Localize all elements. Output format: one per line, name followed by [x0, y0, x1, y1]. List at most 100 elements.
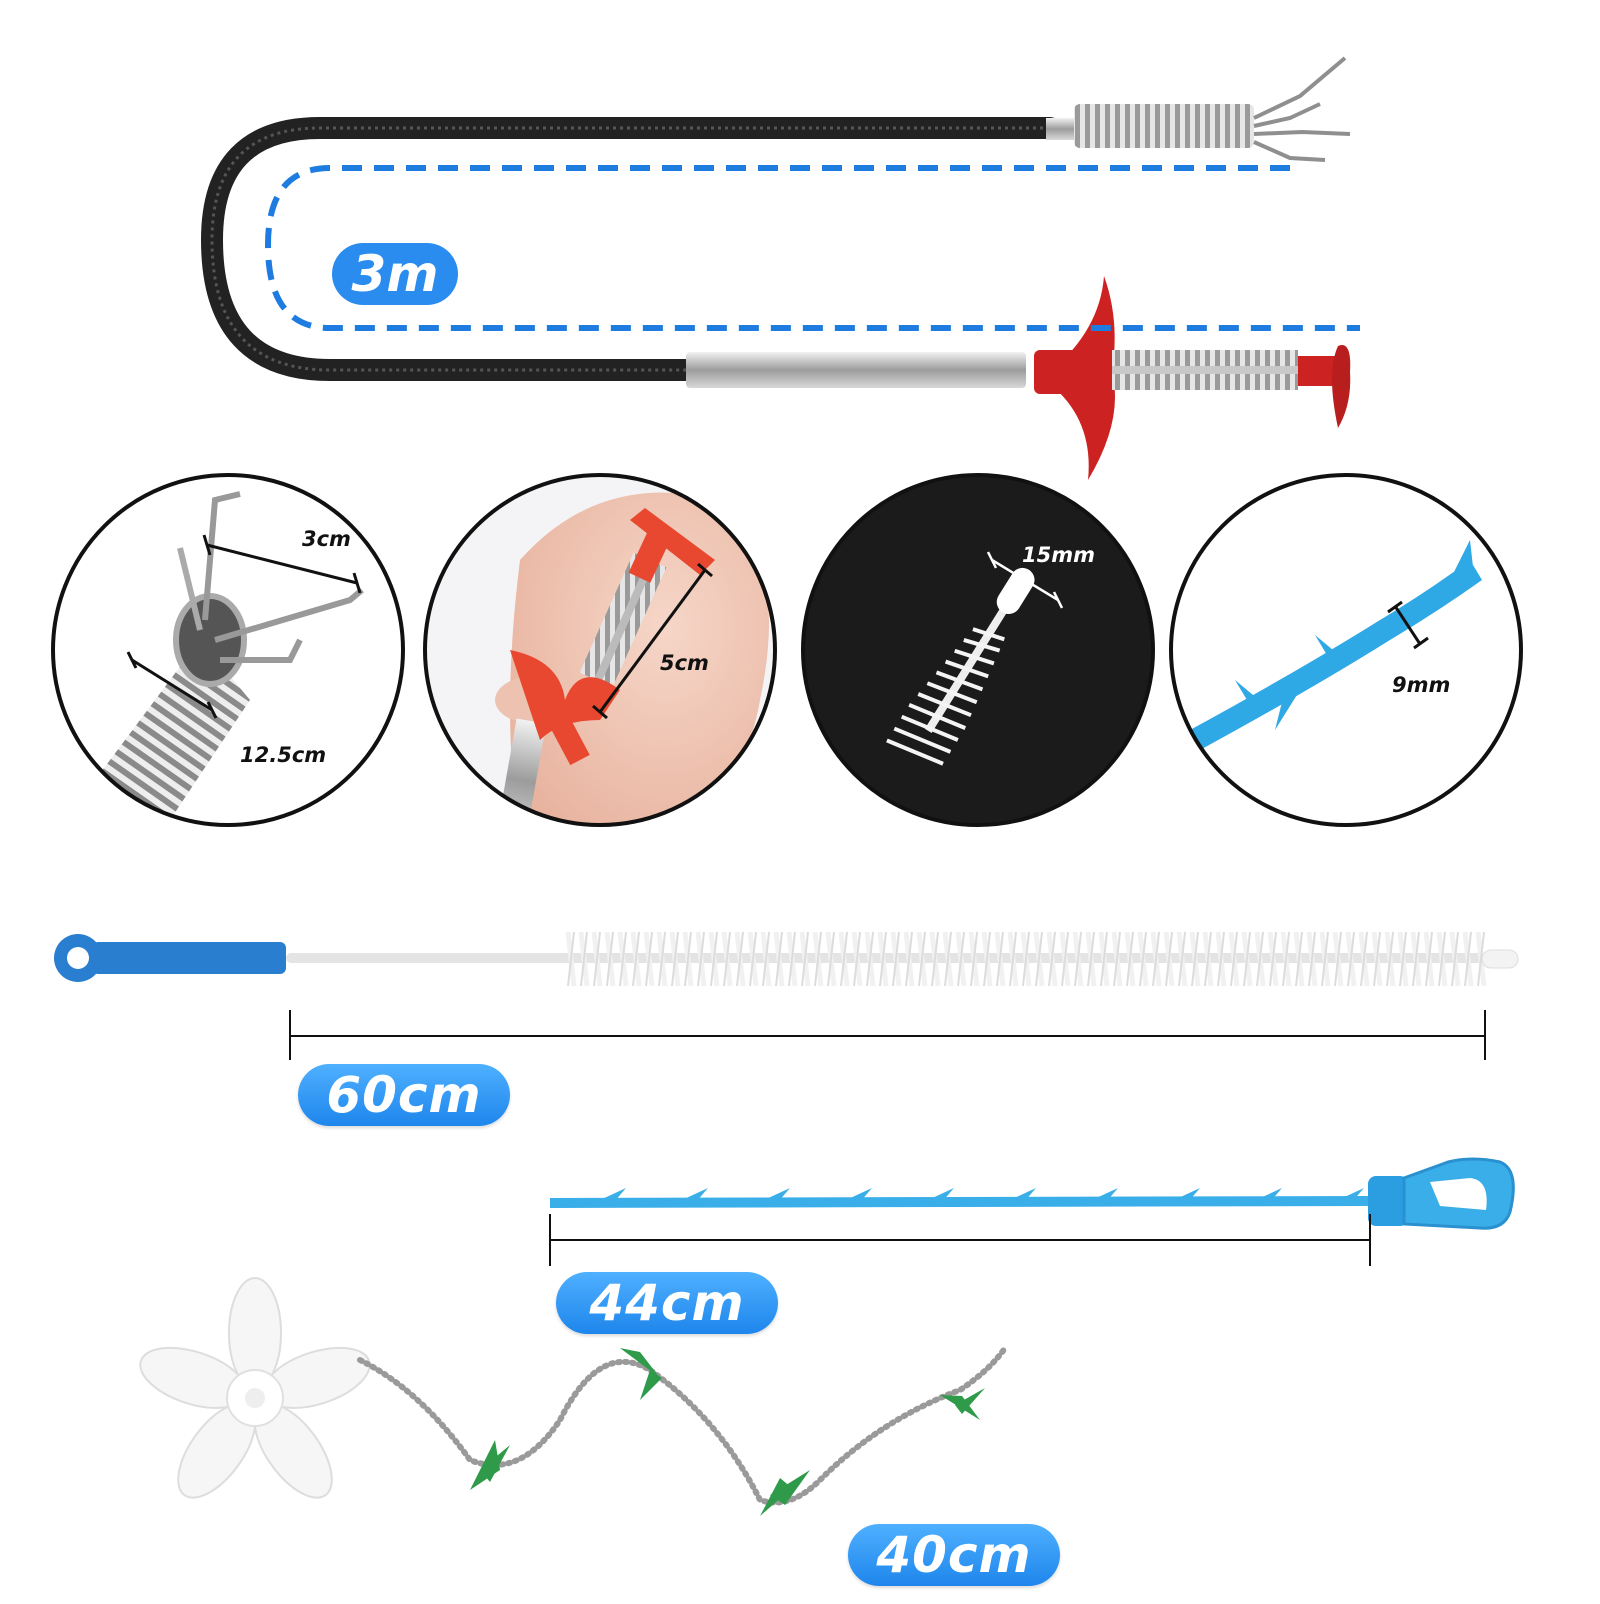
cable-length-label: 3m — [352, 245, 439, 303]
bristle-shade — [983, 931, 991, 987]
bristle-shade — [1100, 931, 1108, 987]
bristle-shade — [1295, 931, 1303, 987]
bristle-shade — [1009, 931, 1017, 987]
detail-brush-tip — [803, 475, 1153, 825]
bristle-shade — [1139, 931, 1147, 987]
bristle-shade — [1399, 931, 1407, 987]
bristle-shade — [1438, 931, 1446, 987]
barb — [764, 1188, 790, 1202]
bristle-shade — [736, 931, 744, 987]
metal-shaft — [686, 352, 1026, 388]
bristle-shade — [814, 931, 822, 987]
brush-tip-label: 15mm — [1022, 543, 1095, 567]
bristle-shade — [866, 931, 874, 987]
bristle-shade — [918, 931, 926, 987]
bristle-shade — [1451, 931, 1459, 987]
barb — [928, 1188, 954, 1202]
bristle-shade — [1269, 931, 1277, 987]
bristle-shade — [749, 931, 757, 987]
barb-width-label: 9mm — [1392, 673, 1450, 697]
brush-length-pill: 60cm — [298, 1064, 510, 1126]
flower-chain — [139, 1277, 1008, 1516]
bristle-shade — [632, 931, 640, 987]
bristle-shade — [762, 931, 770, 987]
bristle-shade — [788, 931, 796, 987]
barb — [1010, 1188, 1036, 1202]
brush-length-label: 60cm — [326, 1066, 482, 1124]
chain-leaves — [470, 1348, 985, 1516]
bristle-shade — [580, 931, 588, 987]
strip-barbs — [600, 1188, 1364, 1202]
bristle-shade — [1165, 931, 1173, 987]
bristle-shade — [1308, 931, 1316, 987]
bristle-shade — [1048, 931, 1056, 987]
claw-width-label: 3cm — [302, 527, 351, 551]
bristle-shade — [996, 931, 1004, 987]
bristle-shade — [1386, 931, 1394, 987]
bristle-shade — [892, 931, 900, 987]
flower-icon — [139, 1277, 371, 1499]
bristle-shade — [801, 931, 809, 987]
bristle-shade — [957, 931, 965, 987]
detail-barbs — [1171, 475, 1521, 825]
barb — [846, 1188, 872, 1202]
bristle-shade — [1113, 931, 1121, 987]
bristle-shade — [905, 931, 913, 987]
bristle-shade — [1425, 931, 1433, 987]
bristle-shade — [853, 931, 861, 987]
bristle-shade — [1087, 931, 1095, 987]
bristle-shade — [944, 931, 952, 987]
barb — [682, 1188, 708, 1202]
bristle-shade — [1360, 931, 1368, 987]
bristle-shade — [606, 931, 614, 987]
bristle-shade — [1204, 931, 1212, 987]
bristle-shade — [697, 931, 705, 987]
cable-length-pill — [332, 243, 458, 305]
bristle-shade — [723, 931, 731, 987]
bristle-shade — [684, 931, 692, 987]
bristle-shade — [970, 931, 978, 987]
bristle-shade — [645, 931, 653, 987]
strip-length-pill: 44cm — [556, 1272, 778, 1334]
bristle-shade — [593, 931, 601, 987]
bristle-shade — [671, 931, 679, 987]
chain-length-label: 40cm — [876, 1526, 1032, 1584]
bristle-shade — [710, 931, 718, 987]
barbed-strip — [549, 1157, 1515, 1266]
bristle-shade — [1035, 931, 1043, 987]
bristle-shade — [1152, 931, 1160, 987]
bristle-shade — [1217, 931, 1225, 987]
spring-length-label: 12.5cm — [240, 743, 326, 767]
bristle-shade — [1074, 931, 1082, 987]
barb — [1338, 1188, 1364, 1202]
barb — [1256, 1188, 1282, 1202]
barb — [1092, 1188, 1118, 1202]
bristle-shade — [567, 931, 575, 987]
brush-bristles — [565, 931, 1487, 987]
bristle-shade — [1230, 931, 1238, 987]
long-brush — [54, 931, 1519, 1060]
bristle-shade — [827, 931, 835, 987]
bristle-shade — [1373, 931, 1381, 987]
plunger-travel-label: 5cm — [660, 651, 709, 675]
bristle-shade — [1347, 931, 1355, 987]
bristle-shade — [775, 931, 783, 987]
chain-length-pill: 40cm — [848, 1524, 1060, 1586]
head-spring — [1074, 104, 1254, 148]
detail-handle-grip — [425, 475, 775, 825]
barb — [1174, 1188, 1200, 1202]
bristle-shade — [1126, 931, 1134, 987]
claw-tool — [200, 56, 1360, 480]
bristle-shade — [658, 931, 666, 987]
bristle-shade — [1191, 931, 1199, 987]
bristle-shade — [840, 931, 848, 987]
bristle-shade — [1412, 931, 1420, 987]
bristle-shade — [1256, 931, 1264, 987]
bristle-shade — [1477, 931, 1485, 987]
length-indicator — [264, 165, 1360, 331]
strip-length-label: 44cm — [589, 1274, 745, 1332]
bristle-shade — [1022, 931, 1030, 987]
bristle-shade — [931, 931, 939, 987]
